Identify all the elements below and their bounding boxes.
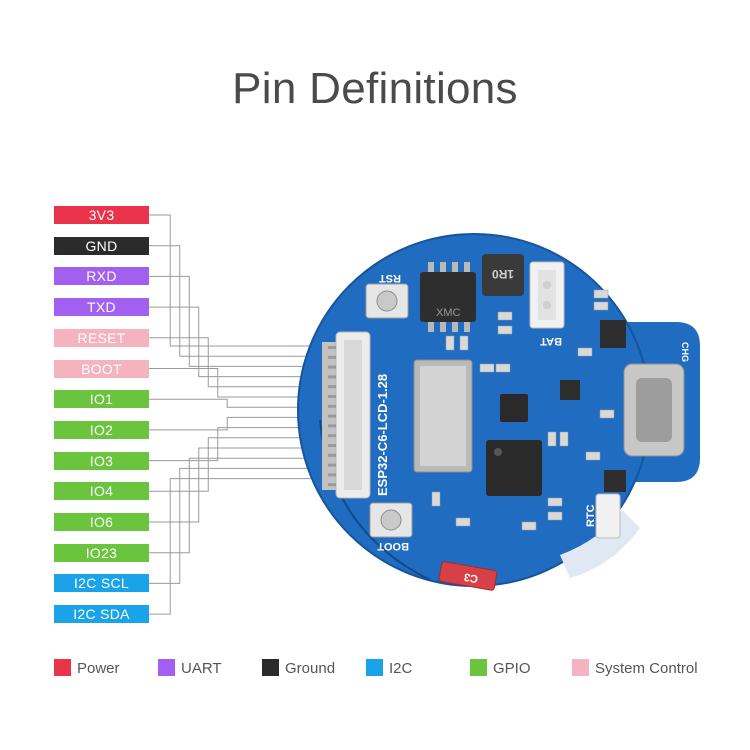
pin-wire [149,478,325,615]
pin-wire [149,467,325,584]
pin-wire [149,306,325,378]
pin-label: IO1 [54,390,149,409]
pin-wire [149,275,325,367]
connector-pin [328,346,336,349]
legend-label: Power [77,660,120,677]
inductor [482,254,524,296]
sd-card-slot [413,359,473,473]
boot-button [369,502,413,538]
connector-pin [328,483,336,487]
connector-pin [328,365,336,369]
legend-item: I2C [366,658,413,678]
legend-swatch [262,658,279,676]
legend-label: GPIO [493,660,531,677]
pin-wire [149,337,325,388]
legend-label: Ground [285,660,336,677]
legend-swatch [158,658,175,676]
chg-label: CHG [680,342,690,362]
bat-label: BAT [540,335,562,347]
legend-item: GPIO [470,658,531,678]
pin-label: 3V3 [54,206,149,224]
flash-chip-label: XMC [436,307,461,319]
pin-label: I2C SCL [54,574,149,593]
pin-label: IO2 [54,420,149,439]
imu-chip [500,394,528,422]
rst-button [365,283,409,319]
pin-wire [149,437,325,492]
led-label: C3 [463,570,479,584]
pin-wire [149,427,325,462]
legend-label: System Control [595,660,698,677]
legend-item: System Control [572,658,698,678]
battery-connector [529,261,565,329]
flash-chip [420,262,476,332]
rtc-connector [595,493,621,539]
pin-label: IO3 [54,451,149,470]
legend-item: UART [158,658,222,678]
led [438,561,498,591]
legend-swatch [572,658,589,676]
legend-item: Ground [262,658,336,678]
pin-label: BOOT [54,359,149,378]
page-title: Pin Definitions [232,64,518,113]
pin-wire [149,214,325,347]
pin-wire [149,368,325,398]
connector-pin [328,424,336,428]
connector-pin [328,375,336,379]
small-ics [560,320,626,492]
legend-swatch [54,658,71,676]
esp32-chip [486,440,542,496]
connector-pin [328,444,336,447]
connector-pin [328,385,336,389]
connector-pin [328,414,336,418]
fpc-connector [322,331,371,499]
legend-item: Power [54,658,120,678]
usb-c-port [623,363,685,457]
pin-label: IO6 [54,513,149,531]
pin-wire [149,398,325,408]
pin-label: RESET [54,328,149,347]
connector-pin [328,473,336,477]
connector-pin [328,453,336,457]
connector-pin [328,463,336,467]
passive-components [431,289,615,531]
connector-wires [149,214,325,615]
legend-label: I2C [389,660,413,677]
rst-label: RST [379,272,401,284]
pin-label: I2C SDA [54,605,149,624]
pin-wire [149,245,325,357]
boot-label: BOOT [377,540,409,552]
pin-label: TXD [54,298,149,317]
inductor-label: 1R0 [492,267,514,281]
pin-label: GND [54,236,149,255]
connector-pin [328,404,336,408]
connector-pin [328,434,336,438]
legend-swatch [366,658,383,676]
legend-swatch [470,658,487,676]
board-model-label: ESP32-C6-LCD-1.28 [375,374,390,496]
pin-wire [149,416,325,431]
pin-wire [149,447,325,523]
pin-wire [149,457,325,554]
connector-pin [328,355,336,359]
connector-pin [328,395,336,398]
pin-label: RXD [54,267,149,286]
pin-label: IO4 [54,482,149,501]
board-illustration: ESP32-C6-LCD-1.28 RST BOOT XMC 1R0 [297,233,700,591]
rtc-label: RTC [585,504,597,527]
legend-label: UART [181,660,222,677]
pin-label: IO23 [54,543,149,562]
